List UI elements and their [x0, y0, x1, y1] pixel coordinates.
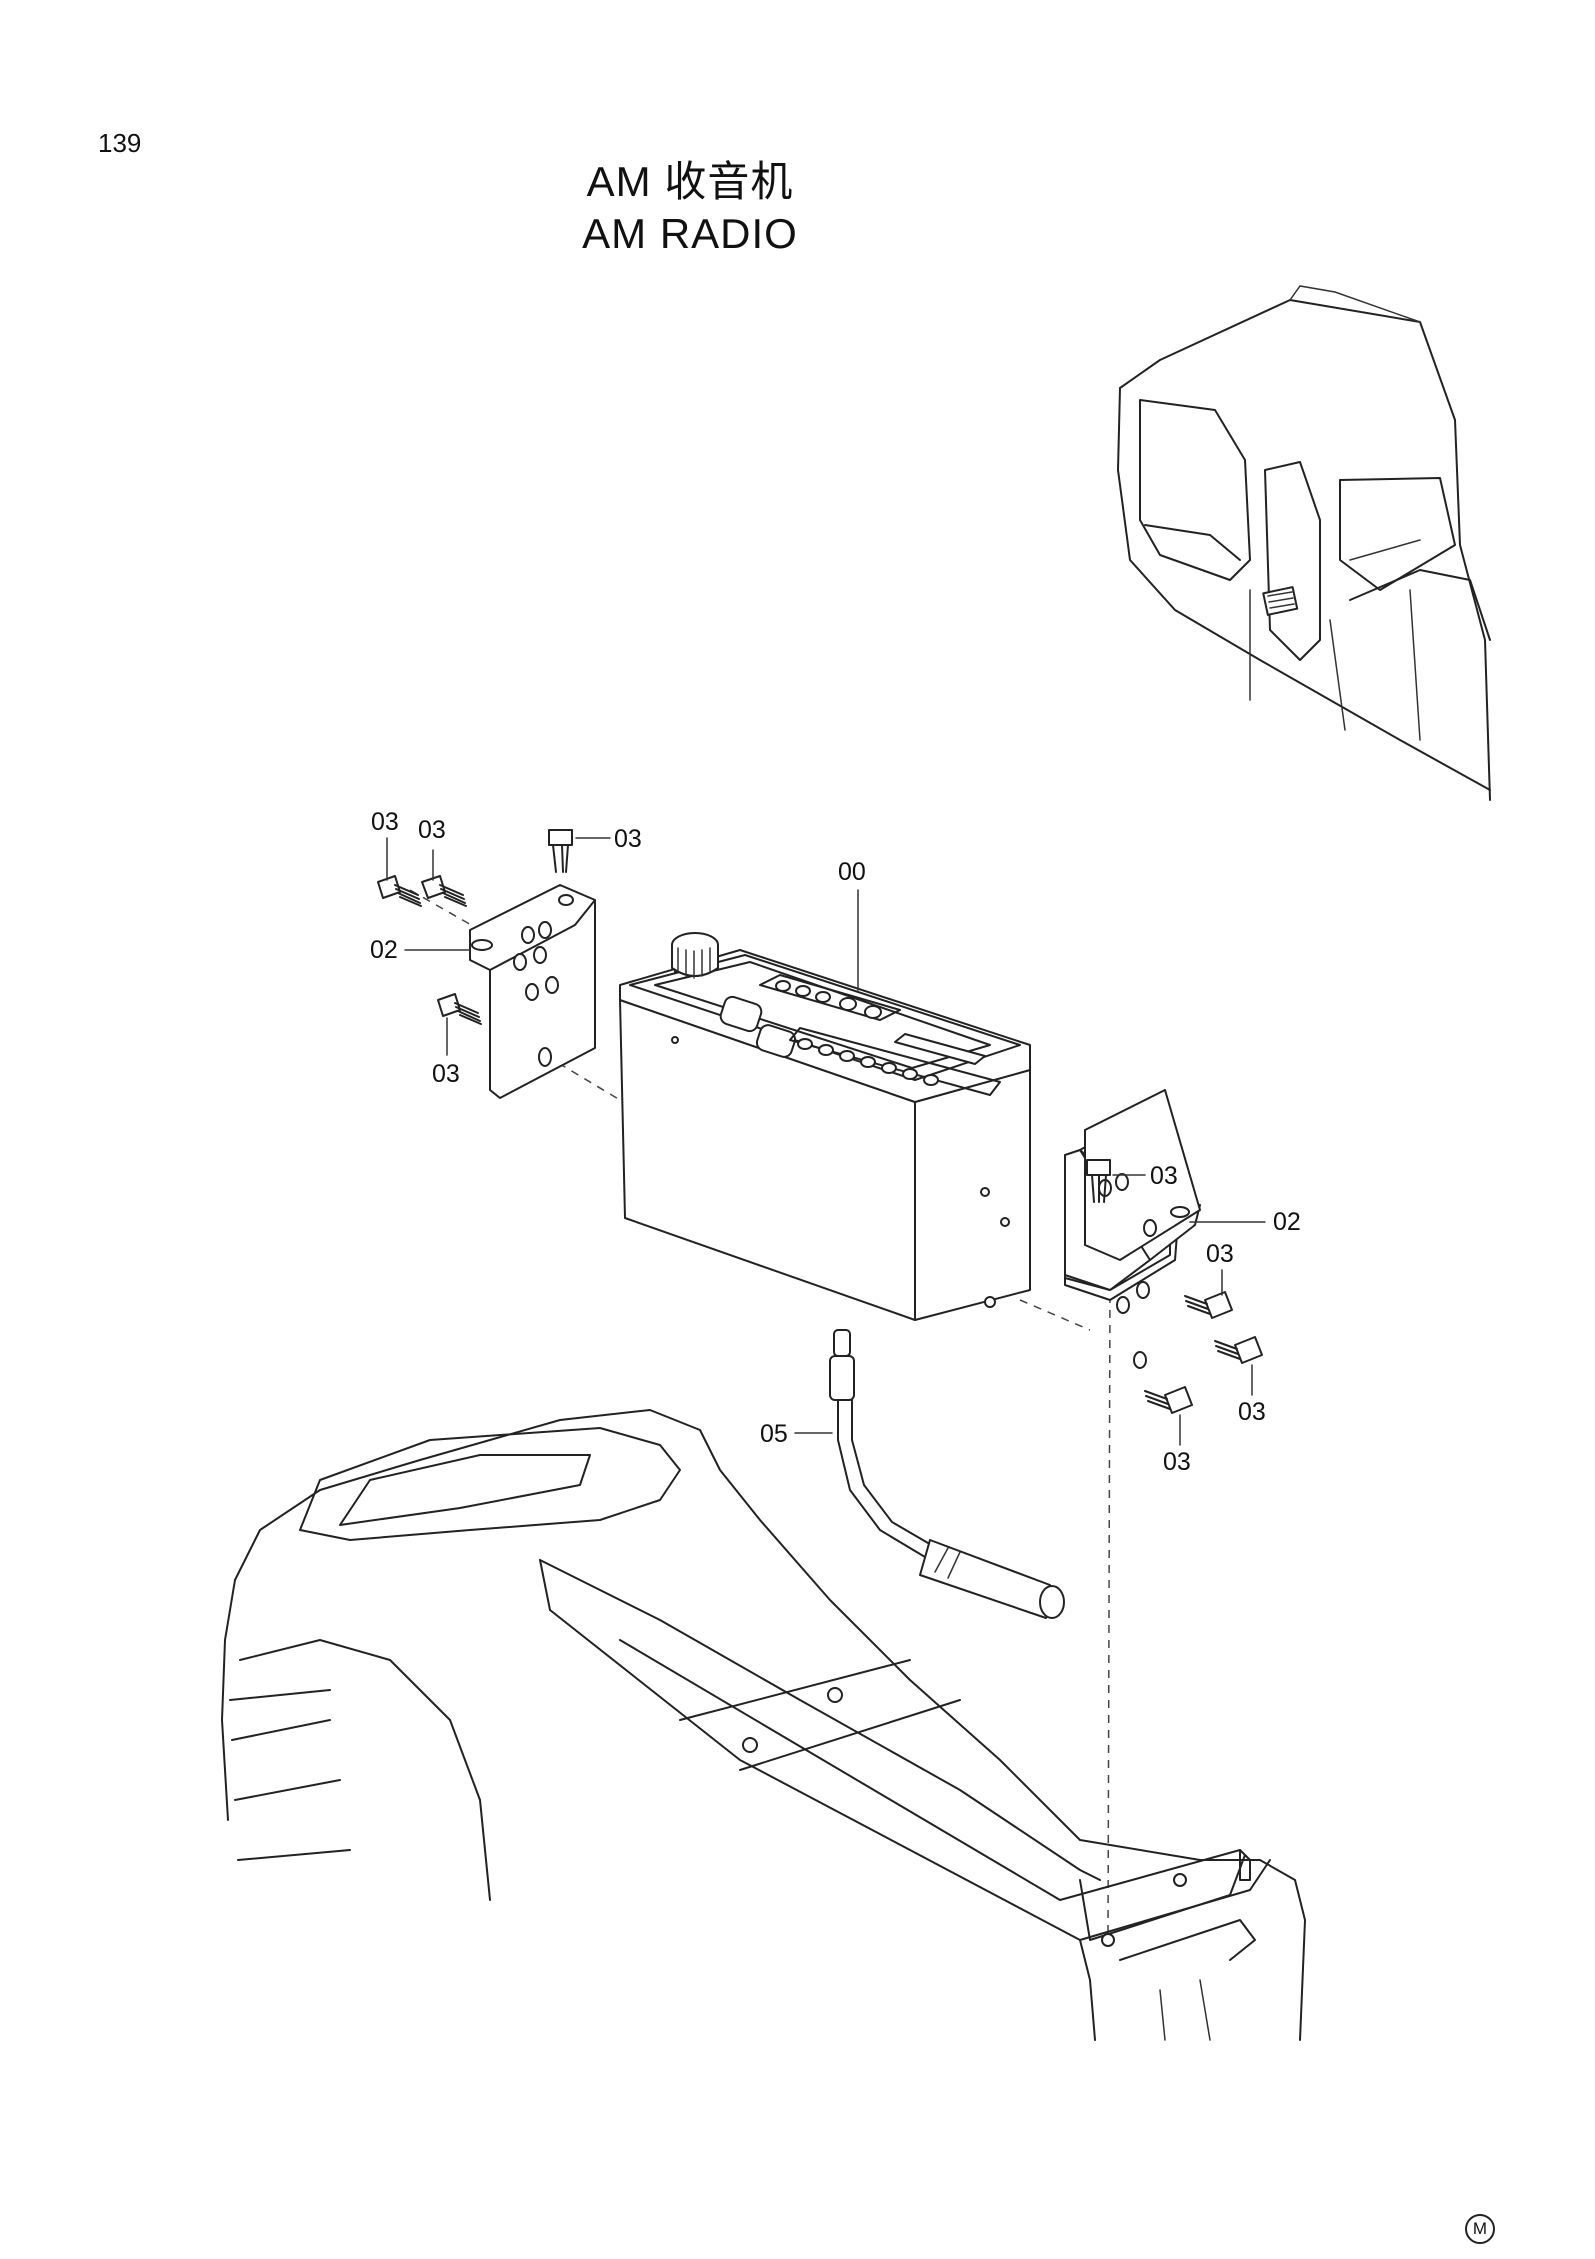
bracket-left: [469, 884, 596, 1099]
title-block: AM 收音机 AM RADIO: [0, 156, 1380, 260]
callout-bracket-left: 02: [370, 936, 398, 964]
callout-screw-5: 03: [1150, 1162, 1178, 1190]
callout-leaders: [386, 837, 1266, 1446]
screw-right-3: [1144, 1386, 1193, 1414]
callout-screw-4: 03: [432, 1060, 460, 1088]
console: [221, 1409, 1306, 2041]
callout-screw-1: 03: [371, 808, 399, 836]
callout-screw-2: 03: [418, 816, 446, 844]
page-number: 139: [98, 128, 142, 158]
screw-right-2: [1214, 1336, 1263, 1364]
title-english: AM RADIO: [582, 210, 798, 257]
callout-bracket-right: 02: [1273, 1208, 1301, 1236]
manufacturer-mark: M: [1465, 2214, 1495, 2244]
screws: [377, 829, 1263, 1414]
callout-screw-6: 03: [1206, 1240, 1234, 1268]
screw-left-2: [421, 875, 467, 907]
screw-top: [548, 829, 573, 873]
callout-antenna-cable: 05: [760, 1420, 788, 1448]
callout-radio: 00: [838, 858, 866, 886]
leader-lines: [409, 889, 1111, 1941]
screw-left-3: [437, 993, 482, 1025]
callout-screw-8: 03: [1163, 1448, 1191, 1476]
bracket-right: [1064, 1089, 1201, 1369]
callout-screw-3: 03: [614, 825, 642, 853]
cab-overview: [1117, 285, 1491, 801]
callout-labels: 03 03 03 02 03 00 03 02 03 03 03 05: [370, 808, 1301, 1476]
screw-right-top: [1086, 1159, 1111, 1203]
callout-screw-7: 03: [1238, 1398, 1266, 1426]
am-radio-unit: [619, 932, 1031, 1321]
screw-right-1: [1184, 1291, 1233, 1319]
title-chinese: AM 收音机: [586, 158, 794, 205]
screw-left-1: [377, 875, 422, 907]
antenna-cable: [829, 1329, 1065, 1619]
